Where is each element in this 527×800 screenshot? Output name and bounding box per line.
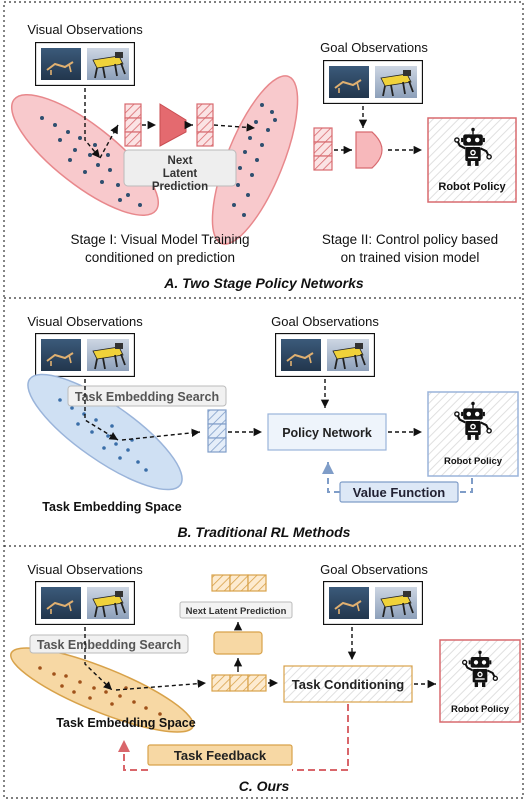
b-visual-obs-image [35,333,135,377]
c-task-conditioning-label: Task Conditioning [292,677,404,692]
b-arrow-space-to-vector [121,428,201,441]
b-goal-obs-label: Goal Observations [271,314,379,329]
a-next-latent-box [123,149,237,187]
a-stage2-line1: Stage II: Control policy based [322,232,498,247]
section-c: Visual Observations Goal Observations Ne… [10,562,521,794]
a-stage2-line2: on trained vision model [341,250,480,265]
a-next-latent-line3: Prediction [152,181,208,193]
b-value-function-label: Value Function [353,485,446,500]
b-policy-network-box [267,413,387,451]
c-section-title: C. Ours [239,778,290,794]
b-robot-policy-label: Robot Policy [444,456,503,467]
c-embedding-space-label: Task Embedding Space [56,716,195,730]
a-visual-obs-label: Visual Observations [27,22,143,37]
c-task-feedback-label: Task Feedback [174,748,267,763]
c-feedback-arrow [118,740,148,771]
c-task-search-box [29,634,189,654]
b-latent-stack [207,409,227,453]
b-goal-obs-image [275,333,375,377]
a-arrow-ellipse-to-stack [99,124,119,159]
c-visual-obs-label: Visual Observations [27,562,143,577]
c-goal-obs-image [323,581,423,625]
c-feedback-line-right [292,704,349,771]
b-embedding-points [58,398,148,472]
c-predictor-block [213,631,263,655]
a-stage2-latent-stack [313,127,333,171]
b-feedback-line-right [458,478,473,493]
b-feedback-arrow [322,462,340,493]
c-latent-vector [211,674,267,692]
b-task-search-box [67,385,227,407]
svg-text:Latent: Latent [163,168,198,180]
a-output-latent-stack [196,103,214,147]
c-embedding-points [38,666,162,716]
a-stage1-line2: conditioned on prediction [85,250,235,265]
a-next-latent-line1: Next [168,155,193,167]
c-arrow-obs-to-space [84,627,113,691]
c-arrow-space-to-vector [115,679,207,691]
c-predicted-latent-stack [211,574,267,592]
b-task-search-label: Task Embedding Search [75,390,219,404]
c-task-feedback-box [147,744,293,766]
b-embedding-space-label: Task Embedding Space [42,500,181,514]
a-robot-policy-box [427,117,517,203]
a-visual-obs-image [35,42,135,86]
c-task-search-label: Task Embedding Search [37,638,181,652]
a-left-latent-ellipse [10,94,160,216]
a-next-latent-line2: Latent [163,168,198,180]
c-visual-obs-image [35,581,135,625]
a-policy-network-shape [355,131,383,169]
a-right-points [232,103,277,217]
a-section-title: A. Two Stage Policy Networks [163,275,364,291]
b-visual-obs-label: Visual Observations [27,314,143,329]
a-robot-policy-label: Robot Policy [438,181,506,193]
a-goal-obs-image [323,60,423,104]
c-robot-policy-label: Robot Policy [451,704,510,715]
a-left-points [40,116,142,207]
b-section-title: B. Traditional RL Methods [178,524,351,540]
a-input-latent-stack [124,103,142,147]
b-policy-network-label: Policy Network [282,426,372,440]
section-a: Visual Observations Goal Observations [10,22,517,291]
b-arrow-obs-to-space [84,379,119,441]
outer-frame [3,1,524,799]
a-stage1-line1: Stage I: Visual Model Training [70,232,249,247]
c-goal-obs-label: Goal Observations [320,562,428,577]
a-predictor-network [159,103,187,147]
c-task-conditioning-box [283,665,413,703]
c-embedding-ellipse [10,647,194,733]
c-next-latent-box [179,601,293,619]
a-arrow-obs-to-ellipse [84,88,101,159]
b-value-function-box [339,481,459,503]
section-b: Visual Observations Goal Observations Ta… [27,314,519,540]
c-next-latent-label: Next Latent Prediction [186,606,287,617]
a-goal-obs-label: Goal Observations [320,40,428,55]
